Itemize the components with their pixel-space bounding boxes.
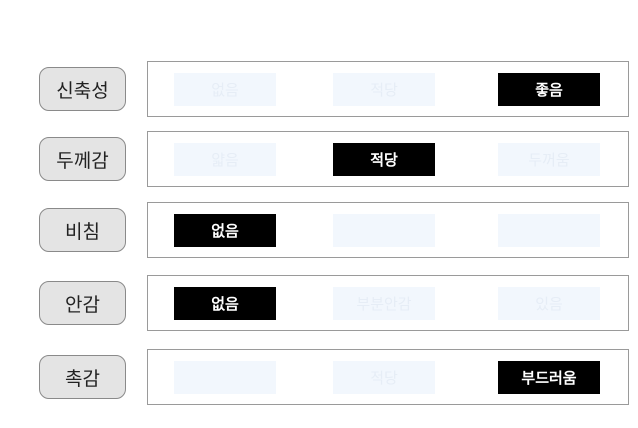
options-sheer: 없음 bbox=[147, 202, 629, 258]
option-texture-soft[interactable]: 부드러움 bbox=[498, 361, 600, 394]
option-sheer-right[interactable] bbox=[498, 214, 600, 247]
option-stretch-none[interactable]: 없음 bbox=[174, 73, 276, 106]
option-lining-none[interactable]: 없음 bbox=[174, 287, 276, 320]
option-texture-left[interactable] bbox=[174, 361, 276, 394]
label-lining: 안감 bbox=[39, 281, 126, 325]
label-thickness: 두께감 bbox=[39, 137, 126, 181]
row-sheer: 비침 없음 bbox=[0, 202, 638, 258]
options-thickness: 얇음 적당 두꺼움 bbox=[147, 131, 629, 187]
label-sheer: 비침 bbox=[39, 208, 126, 252]
row-lining: 안감 없음 부분안감 있음 bbox=[0, 275, 638, 331]
option-thickness-moderate[interactable]: 적당 bbox=[333, 143, 435, 176]
option-sheer-middle[interactable] bbox=[333, 214, 435, 247]
option-thickness-thick[interactable]: 두꺼움 bbox=[498, 143, 600, 176]
option-stretch-moderate[interactable]: 적당 bbox=[333, 73, 435, 106]
row-thickness: 두께감 얇음 적당 두꺼움 bbox=[0, 131, 638, 187]
option-lining-yes[interactable]: 있음 bbox=[498, 287, 600, 320]
row-texture: 촉감 적당 부드러움 bbox=[0, 349, 638, 405]
option-texture-moderate[interactable]: 적당 bbox=[333, 361, 435, 394]
row-stretch: 신축성 없음 적당 좋음 bbox=[0, 61, 638, 117]
option-sheer-none[interactable]: 없음 bbox=[174, 214, 276, 247]
option-thickness-thin[interactable]: 얇음 bbox=[174, 143, 276, 176]
option-stretch-good[interactable]: 좋음 bbox=[498, 73, 600, 106]
label-stretch: 신축성 bbox=[39, 67, 126, 111]
options-stretch: 없음 적당 좋음 bbox=[147, 61, 629, 117]
options-lining: 없음 부분안감 있음 bbox=[147, 275, 629, 331]
option-lining-partial[interactable]: 부분안감 bbox=[333, 287, 435, 320]
label-texture: 촉감 bbox=[39, 355, 126, 399]
options-texture: 적당 부드러움 bbox=[147, 349, 629, 405]
